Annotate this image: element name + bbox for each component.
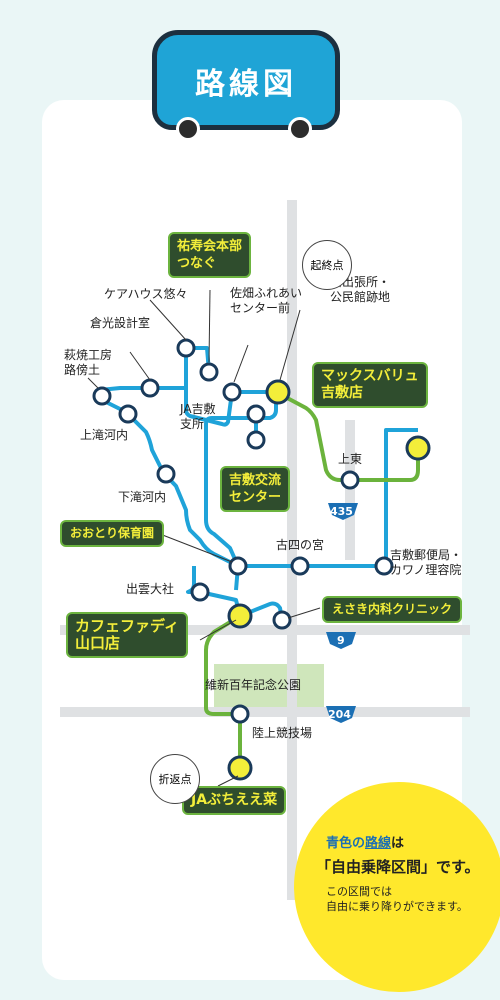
- leader-otori: [159, 533, 233, 563]
- stop-label-hagi: 萩焼工房 路傍土: [64, 348, 113, 377]
- stop-label-shimotaki: 下滝河内: [118, 490, 167, 504]
- bus-title-badge: 路線図: [152, 30, 340, 130]
- route-9-label: 9: [337, 634, 345, 647]
- stop-label-kamihigashi: 上東: [338, 452, 363, 466]
- stop-marker-yujukai: [199, 362, 219, 382]
- bus-wheel-icon: [176, 117, 200, 141]
- route-9-sign: [326, 632, 356, 649]
- stop-marker-maxvalu: [405, 435, 431, 461]
- legend-line-1b: 路線: [365, 836, 392, 851]
- page-title: 路線図: [195, 67, 297, 102]
- leader-yujukai: [208, 289, 211, 363]
- major-stop-markers: [227, 379, 431, 781]
- stop-marker-esaki: [272, 610, 292, 630]
- box-yujukai: 祐寿会本部 つなぐ: [168, 232, 252, 278]
- leader-hagi: [87, 377, 99, 389]
- route-435-sign: [328, 503, 358, 520]
- stop-marker-kamihigashi: [340, 470, 360, 490]
- leader-sahata: [233, 344, 249, 383]
- stop-label-kosinomiya: 古四の宮: [276, 538, 325, 552]
- legend-line-1a: 青色の: [326, 836, 366, 851]
- stop-marker-kosinomiya: [290, 556, 310, 576]
- stop-label-sahata: 佐畑ふれあい センター前: [230, 286, 303, 315]
- leader-lines: [87, 289, 321, 787]
- stop-marker-otori: [228, 556, 248, 576]
- park-label: 維新百年記念公園: [205, 678, 302, 692]
- box-cafe: カフェファディ 山口店: [66, 612, 188, 658]
- legend-line-2: 「自由乗降区間」です。: [316, 858, 480, 876]
- blue-west-trunk: [124, 410, 239, 568]
- box-otori: おおとり保育園: [60, 520, 165, 547]
- legend-line-3: この区間では 自由に乗り降りができます。: [326, 885, 468, 913]
- stop-label-caihouse: ケアハウス悠々: [104, 287, 188, 301]
- route-204-sign: [326, 706, 356, 723]
- blue-center: [204, 392, 278, 567]
- stop-marker-kyudecho: [265, 379, 291, 405]
- legend-circle: [294, 782, 500, 992]
- stop-label-ja-shisho: JA吉敷 支所: [180, 402, 216, 431]
- tag-kishuten: 起終点: [302, 240, 352, 290]
- stop-label-yubinkyoku: 吉敷郵便局・ カワノ理容院: [390, 548, 463, 577]
- stop-marker-yubinkyoku: [374, 556, 394, 576]
- stop-label-kamitaki: 上滝河内: [80, 428, 129, 442]
- stop-marker-caihouse: [176, 338, 196, 358]
- stop-marker-koryu: [246, 430, 266, 450]
- stop-marker-izumo: [190, 582, 210, 602]
- leader-kyudecho: [279, 309, 301, 381]
- leader-cafe: [199, 619, 237, 641]
- green-route-line: [204, 390, 420, 766]
- green-north-east: [275, 390, 420, 482]
- box-koryu: 吉敷交流 センター: [220, 466, 291, 512]
- stop-label-rikujo: 陸上競技場: [252, 726, 313, 740]
- stop-label-kurakou: 倉光設計室: [90, 316, 151, 330]
- park-area: [214, 664, 324, 708]
- tag-orikaeshi: 折返点: [150, 754, 200, 804]
- stop-marker-cafe: [227, 603, 253, 629]
- box-japuchi: JAぶちええ菜: [182, 786, 287, 815]
- box-esaki: えさき内科クリニック: [322, 596, 463, 623]
- legend-line-1c: は: [391, 836, 405, 851]
- stop-markers: [92, 338, 394, 724]
- blue-north-loop: [184, 348, 276, 427]
- stop-marker-hagi: [92, 386, 112, 406]
- route-204-label: 204: [328, 708, 351, 721]
- box-maxvalu: マックスバリュ 吉敷店: [312, 362, 428, 408]
- stop-marker-shimotaki: [156, 464, 176, 484]
- stop-marker-kurakou: [140, 378, 160, 398]
- leader-caihouse: [149, 299, 187, 341]
- bus-wheel-icon: [288, 117, 312, 141]
- stop-marker-sahata: [222, 382, 242, 402]
- legend-line-1: 青色の路線は: [326, 832, 404, 851]
- route-435-label: 435: [330, 505, 353, 518]
- green-south: [204, 614, 242, 766]
- stop-marker-kamitaki: [118, 404, 138, 424]
- stop-marker-ja: [246, 404, 266, 424]
- blue-esaki: [239, 601, 284, 621]
- stop-marker-japuchi: [227, 755, 253, 781]
- stop-marker-rikujo: [230, 704, 250, 724]
- stop-label-izumo: 出雲大社: [126, 582, 175, 596]
- leader-esaki: [287, 607, 321, 619]
- leader-japuchi: [217, 775, 239, 787]
- leader-kurakou: [129, 351, 151, 381]
